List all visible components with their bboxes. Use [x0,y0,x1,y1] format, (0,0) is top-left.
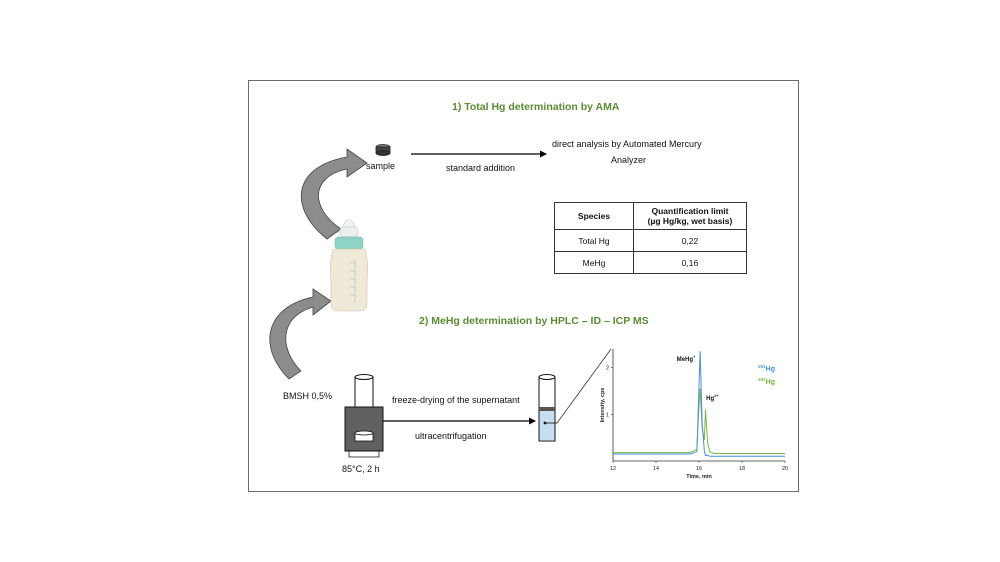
table-header-row: Species Quantification limit (µg Hg/kg, … [554,202,747,230]
freeze-drying-label: freeze-drying of the supernatant [392,395,520,405]
y-axis-label: Intensity, cps [600,388,606,423]
section1-heading: 1) Total Hg determination by AMA [452,101,620,113]
baby-bottle-icon [330,219,368,312]
x-axis-label: Time, min [686,474,712,480]
sample-icon [375,144,391,156]
standard-addition-label: standard addition [446,163,516,173]
x-tick-label: 12 [610,466,616,472]
table-header-limit: Quantification limit (µg Hg/kg, wet basi… [633,202,747,230]
centrifuge-tube-icon [538,348,612,442]
quantification-limit-table: Species Quantification limit (µg Hg/kg, … [554,202,747,274]
y-tick-label: 1 [606,412,609,418]
series-line-201hg [613,351,785,457]
peak-label: Hg2+ [706,393,719,402]
section2-heading: 2) MeHg determination by HPLC – ID – ICP… [419,315,649,327]
peak-label: MeHg+ [677,354,696,363]
reagent-label: BMSH 0,5% [283,391,333,401]
sample-label: sample [366,161,396,171]
x-tick-label: 16 [696,466,702,472]
heating-vial-icon [344,374,384,458]
table-cell-value: 0,22 [633,229,747,252]
table-header-limit-line1: Quantification limit [651,206,729,216]
curved-arrow-icon [300,148,368,240]
table-header-limit-line2: (µg Hg/kg, wet basis) [647,216,733,226]
table-cell-species: MeHg [554,251,634,274]
ama-description-line1: direct analysis by Automated Mercury [552,139,702,149]
table-cell-value: 0,16 [633,251,747,274]
conditions-label: 85°C, 2 h [342,464,380,474]
table-cell-species: Total Hg [554,229,634,252]
ultracentrifugation-label: ultracentrifugation [415,431,487,441]
table-row: Total Hg 0,22 [554,229,747,252]
curved-arrow-icon [269,288,332,380]
ama-description-line2: Analyzer [611,155,647,165]
y-tick-label: 2 [606,366,609,372]
table-row: MeHg 0,16 [554,251,747,274]
slide: 1) Total Hg determination by AMA [248,80,799,492]
x-tick-label: 18 [739,466,745,472]
table-header-species: Species [554,202,634,230]
x-tick-label: 20 [782,466,788,472]
x-tick-label: 14 [653,466,659,472]
diagram-graphics [269,144,612,458]
legend-entry-201hg: 201Hg [758,364,775,373]
legend-entry-202hg: 202Hg [758,377,775,386]
